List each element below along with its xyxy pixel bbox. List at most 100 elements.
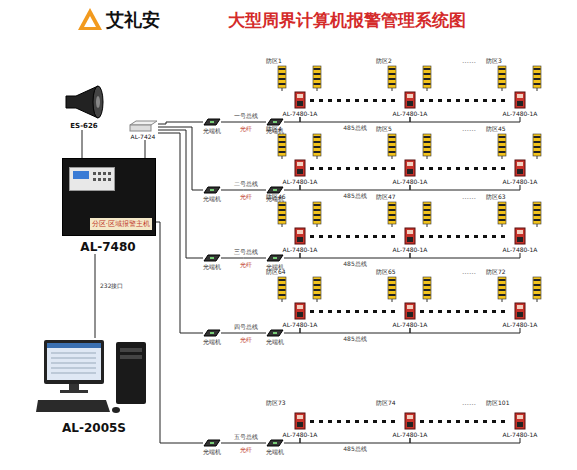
drawing [389, 294, 396, 296]
ellipsis: …… [462, 57, 476, 65]
zone-label: 防区3 [486, 57, 502, 66]
converter-icon [266, 329, 284, 337]
drawing [499, 289, 506, 291]
module-label: AL-7480-1A [283, 110, 318, 117]
zone-label: 防区46 [266, 193, 286, 202]
zone-label: 防区2 [376, 57, 392, 66]
continuation-dash [447, 235, 451, 238]
drawing [278, 66, 286, 88]
beam-detector [423, 134, 431, 159]
module-label: AL-7480-1A [393, 178, 428, 185]
drawing [388, 66, 396, 88]
drawing [51, 358, 96, 359]
drawing [537, 88, 538, 91]
drawing [273, 442, 277, 444]
drawing [297, 230, 303, 234]
drawing [424, 78, 431, 80]
drawing [405, 413, 415, 429]
drawing [424, 209, 431, 211]
bus-module: AL-7480-1A [503, 91, 538, 117]
drawing [389, 209, 396, 211]
connector [284, 328, 300, 333]
drawing [120, 348, 142, 352]
zone-label: 防区5 [376, 125, 392, 134]
drawing [515, 303, 525, 319]
drawing [47, 343, 101, 348]
bus-hub: AL-7424 [128, 120, 158, 140]
drawing [51, 363, 96, 364]
continuation-dash [328, 310, 332, 313]
drawing [297, 237, 303, 242]
fiber-label: 光纤 [240, 193, 252, 202]
continuation-dash [319, 420, 323, 423]
drawing [502, 156, 503, 159]
connector-line [221, 258, 266, 259]
continuation-dash [328, 420, 332, 423]
drawing [424, 294, 431, 296]
drawing [515, 92, 525, 108]
drawing [313, 202, 321, 224]
continuation-dash [438, 235, 442, 238]
drawing [534, 73, 541, 75]
connector [410, 328, 520, 333]
drawing [407, 94, 413, 98]
drawing [210, 257, 214, 259]
connector [300, 328, 410, 333]
converter-icon [203, 329, 221, 337]
drawing [517, 312, 523, 317]
continuation-dash [355, 167, 359, 170]
bus-label: 一号总线 [233, 112, 259, 121]
drawing [389, 219, 396, 221]
drawing [389, 151, 396, 153]
connector [145, 140, 146, 158]
connector [221, 190, 266, 191]
continuation-dash [501, 420, 505, 423]
beam-detector [498, 277, 506, 302]
drawing [210, 442, 214, 444]
drawing [499, 68, 506, 70]
beam-detector [278, 277, 286, 302]
continuation-dash [346, 235, 350, 238]
drawing [502, 88, 503, 91]
bus-module: AL-7480-1A [503, 412, 538, 438]
drawing [314, 279, 321, 281]
drawing [389, 284, 396, 286]
alarm-panel: 分区·区域报警主机AL-7480 [62, 158, 154, 254]
device-label: 光端机 [203, 127, 221, 136]
continuation-dash [364, 420, 368, 423]
drawing [517, 415, 523, 419]
drawing [534, 279, 541, 281]
continuation-dash [391, 167, 395, 170]
bus-label: 三号总线 [233, 248, 259, 257]
drawing [389, 204, 396, 206]
drawing [427, 88, 428, 91]
module-label: AL-7480-1A [503, 110, 538, 117]
drawing [278, 277, 286, 299]
drawing [389, 141, 396, 143]
fiber-label: 光纤 [240, 125, 252, 134]
connector [410, 253, 520, 258]
fiber-converter: 光端机 [203, 118, 221, 136]
drawing [515, 228, 525, 244]
drawing [204, 330, 220, 336]
connector [284, 185, 300, 190]
continuation-dash [364, 167, 368, 170]
converter-icon [203, 118, 221, 126]
drawing [424, 284, 431, 286]
drawing [69, 384, 79, 390]
drawing [282, 299, 283, 302]
module-icon [294, 412, 306, 430]
beam-detector [388, 134, 396, 159]
drawing [295, 228, 305, 244]
drawing [279, 279, 286, 281]
drawing [108, 172, 111, 175]
continuation-dash [420, 99, 424, 102]
drawing [279, 219, 286, 221]
drawing [407, 305, 413, 309]
beam-detector [423, 202, 431, 227]
continuation-dash [447, 420, 451, 423]
drawing [96, 96, 100, 108]
drawing [279, 209, 286, 211]
module-label: AL-7480-1A [503, 246, 538, 253]
drawing [210, 189, 214, 191]
